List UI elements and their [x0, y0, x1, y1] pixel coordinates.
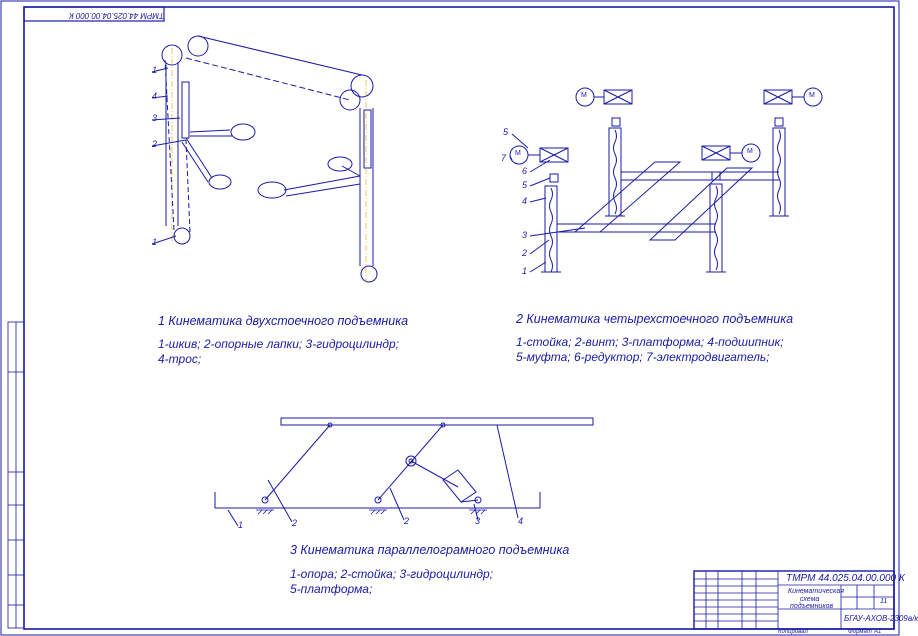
callout-6-gearbox: 6 — [522, 166, 528, 176]
motor-2 — [575, 87, 595, 107]
title-block-format-label: Формат — [848, 629, 872, 635]
title-block-name-line1: Кинематическая — [788, 588, 844, 595]
platform-right — [648, 167, 754, 241]
callout-3-cylinder-d3: 3 — [475, 516, 481, 526]
title-block-format-value: А1 — [874, 629, 882, 635]
title-block-sheet-total: 11 — [880, 598, 888, 605]
diagram3-title: 3 Кинематика параллелограмного подъемник… — [290, 543, 570, 557]
callout-1-bottom-pulley: 1 — [152, 237, 158, 247]
support-pad-1 — [230, 123, 256, 141]
gearbox-4 — [763, 89, 793, 105]
binding-strip — [7, 321, 25, 629]
diagram2-legend-line1: 1-стойка; 2-винт; 3-платформа; 4-подшипн… — [516, 335, 784, 349]
gearbox-1 — [539, 147, 569, 163]
support-pad-4 — [327, 156, 353, 172]
callout-5-coupling: 5 — [522, 180, 528, 190]
motor-letter-2: M — [581, 92, 587, 99]
stamp-code: ТМРМ 44.025.04.00.000 К — [69, 11, 164, 20]
pulley-bottom — [173, 227, 191, 245]
diagram2-title: 2 Кинематика четырехстоечного подъемника — [516, 312, 794, 326]
inner-frame — [23, 6, 895, 630]
gearbox-2 — [603, 89, 633, 105]
callout-3-cylinder: 3 — [152, 113, 158, 123]
callout-1-pulley: 1 — [152, 65, 158, 75]
diagram2-four-post-lift — [509, 87, 823, 273]
support-pad-2 — [208, 174, 232, 190]
callout-4-platform: 4 — [518, 516, 524, 526]
motor-letter-4: M — [809, 92, 815, 99]
title-block — [693, 570, 895, 630]
pulley-right-top — [350, 74, 374, 98]
title-block-name-line3: подъемников — [790, 603, 834, 610]
callout-1-support: 1 — [238, 520, 244, 530]
callout-5-top: 5 — [503, 127, 509, 137]
motor-letter-1: M — [515, 150, 521, 157]
title-block-copied: Копировал — [778, 629, 808, 635]
diagram2-legend-line2: 5-муфта; 6-редуктор; 7-электродвигатель; — [516, 350, 770, 364]
diagram3-legend-line1: 1-опора; 2-стойка; 3-гидроцилиндр; — [290, 567, 493, 581]
title-block-designation: ТМРМ 44.025.04.00.000 К — [786, 573, 905, 584]
callout-1-post: 1 — [522, 266, 528, 276]
callout-4-bearing: 4 — [522, 196, 528, 206]
title-block-name-line2: схема — [800, 596, 820, 603]
callout-2-screw: 2 — [522, 248, 528, 258]
diagram1-title: 1 Кинематика двухстоечного подъемника — [158, 314, 409, 328]
pulley-right-bottom — [360, 265, 378, 283]
title-block-group: БГАУ-АХОВ-2309а/к — [844, 614, 918, 623]
callout-4-cable: 4 — [152, 91, 158, 101]
hydraulic-cylinder — [442, 469, 479, 503]
diagram1-legend-line1: 1-шкив; 2-опорные лапки; 3-гидроцилиндр; — [158, 337, 400, 351]
platform-bar — [280, 417, 594, 426]
motor-1 — [509, 145, 529, 165]
support-pad-3 — [257, 181, 287, 199]
motor-3 — [741, 143, 761, 163]
diagram3-legend-line2: 5-платформа; — [290, 582, 373, 596]
callout-2-link-right: 2 — [404, 516, 410, 526]
callout-7-motor: 7 — [501, 153, 507, 163]
callout-3-platform: 3 — [522, 230, 528, 240]
diagram1-legend-line2: 4-трос; — [158, 352, 202, 366]
diagram1-two-post-lift — [151, 35, 378, 283]
stamp-box — [23, 6, 165, 22]
diagram3-parallelogram-lift — [214, 417, 594, 527]
callout-2-link-left: 2 — [292, 518, 298, 528]
pulley-top-right — [187, 35, 209, 57]
callout-2-pads: 2 — [152, 139, 158, 149]
motor-4 — [803, 87, 823, 107]
pulley-right-mid — [339, 89, 361, 111]
motor-letter-3: M — [747, 148, 753, 155]
gearbox-3 — [701, 145, 731, 161]
